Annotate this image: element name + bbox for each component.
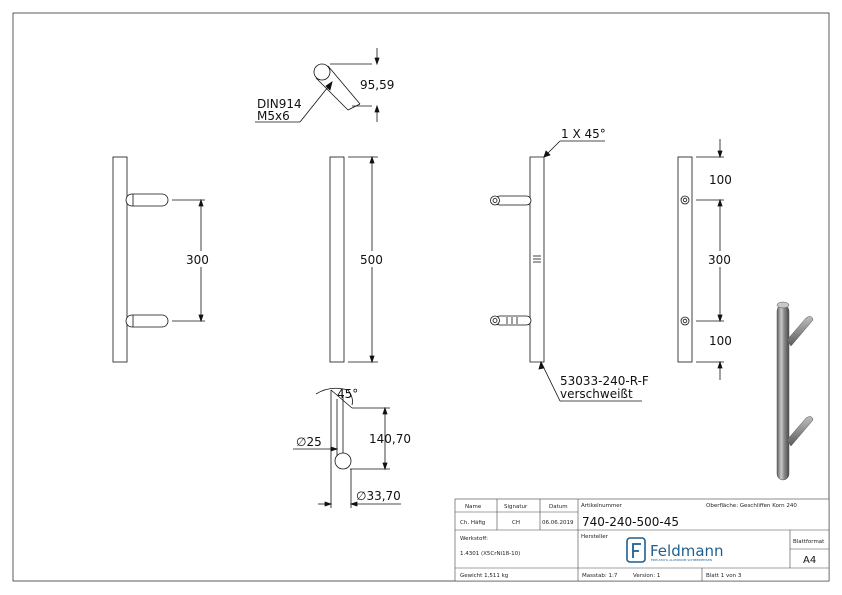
tb-oberflaeche: Oberfläche: Geschliffen Korn 240 — [706, 503, 797, 509]
dim-rear-bottom: 100 — [709, 334, 732, 348]
dim-dia-large: ∅33,70 — [356, 489, 401, 503]
post-detail-view — [293, 387, 401, 508]
dim-chamfer: 1 X 45° — [561, 127, 606, 141]
side-view — [112, 156, 205, 363]
tb-werkstoff: 1.4301 (X5CrNi18-10) — [460, 551, 520, 557]
dim-bg-2 — [358, 251, 388, 267]
dim-post-spacing: 300 — [186, 253, 209, 267]
logo-tagline: EDELSTAHL ALUMINIUM SCHMIEDEEISEN — [651, 558, 712, 562]
tb-version: Version: 1 — [633, 573, 660, 579]
dim-bar-length: 500 — [360, 253, 383, 267]
weld-view — [490, 140, 642, 402]
tb-massstab: Masstab: 1:7 — [582, 573, 618, 579]
tb-werkstoff-label: Werkstoff: — [460, 536, 488, 542]
tb-gewicht: Gewicht 1,511 kg — [460, 573, 508, 579]
tb-datum: 06.06.2019 — [542, 520, 574, 526]
screw-label-size: M5x6 — [257, 109, 290, 123]
rear-view — [677, 139, 724, 380]
tb-blatt: Blatt 1 von 3 — [706, 573, 742, 579]
logo-wordmark: Feldmann — [650, 542, 724, 560]
tb-signatur: CH — [512, 520, 520, 526]
handle-3d-preview — [776, 301, 814, 481]
dim-height: 140,70 — [369, 432, 411, 446]
tb-header-datum: Datum — [549, 504, 568, 510]
dim-top-length: 95,59 — [360, 78, 394, 92]
tb-blattformat: A4 — [803, 555, 816, 566]
tb-blattformat-label: Blattformat — [793, 539, 825, 545]
dim-bg-3 — [706, 251, 736, 267]
tb-name: Ch. Häfig — [460, 520, 485, 526]
tb-hersteller: Hersteller — [581, 534, 609, 540]
dim-bg-1 — [184, 251, 214, 267]
tb-header-name: Name — [465, 504, 482, 510]
tb-header-signatur: Signatur — [504, 504, 528, 510]
dim-rear-top: 100 — [709, 173, 732, 187]
screw-detail-view — [255, 48, 380, 123]
title-block — [454, 498, 830, 582]
tb-artikel-number: 740-240-500-45 — [582, 515, 679, 529]
tb-artikel-label: Artikelnummer — [581, 503, 623, 509]
weld-label-part: 53033-240-R-F — [560, 374, 649, 388]
weld-label-note: verschweißt — [560, 387, 633, 401]
screw-label-din: DIN914 — [257, 97, 302, 111]
sheet-border — [12, 12, 830, 582]
dim-angle: 45° — [337, 387, 358, 401]
feldmann-logo: Feldmann EDELSTAHL ALUMINIUM SCHMIEDEEIS… — [626, 537, 724, 563]
dim-dia-small: ∅25 — [296, 435, 322, 449]
dim-rear-middle: 300 — [708, 253, 731, 267]
